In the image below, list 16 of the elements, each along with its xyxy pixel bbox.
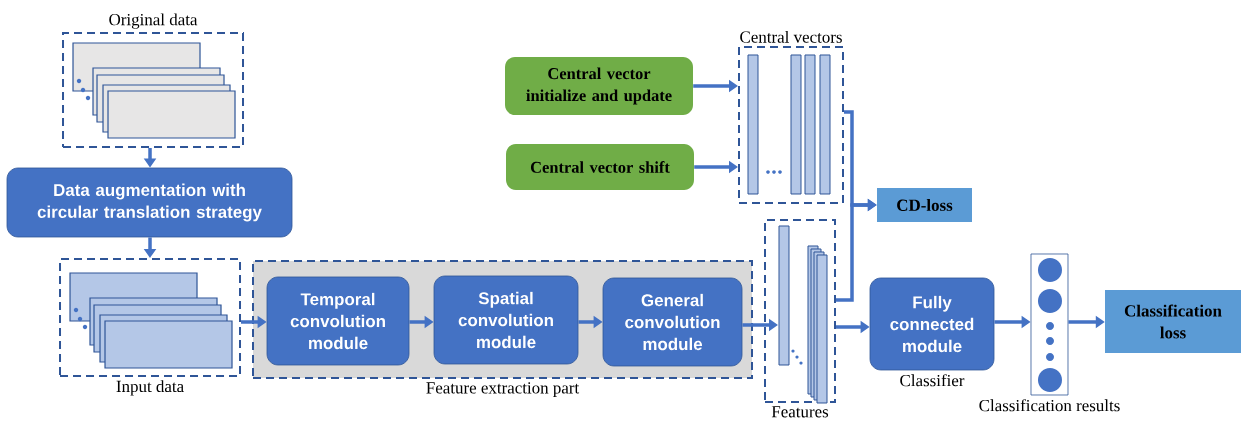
part-label: Central vectors (740, 30, 842, 43)
loss-box: CD-loss (877, 188, 972, 222)
part-label: Classifier (900, 374, 965, 387)
part-label: Classification results (979, 399, 1120, 412)
part-label: Features (771, 406, 829, 418)
process-box: Central vector initialize and update (505, 57, 693, 115)
process-box: Spatial convolution module (433, 275, 579, 365)
process-box: Temporal convolution module (266, 276, 410, 366)
process-box: Central vector shift (506, 144, 694, 190)
process-box: Data augmentation with circular translation strategy (6, 167, 293, 238)
part-label: Feature extraction part (426, 382, 580, 397)
part-label: Input data (116, 380, 184, 396)
loss-box: Classification loss (1105, 290, 1241, 353)
process-box: General convolution module (602, 277, 743, 367)
part-label: Original data (109, 13, 198, 29)
process-box: Fully connected module (869, 277, 995, 371)
